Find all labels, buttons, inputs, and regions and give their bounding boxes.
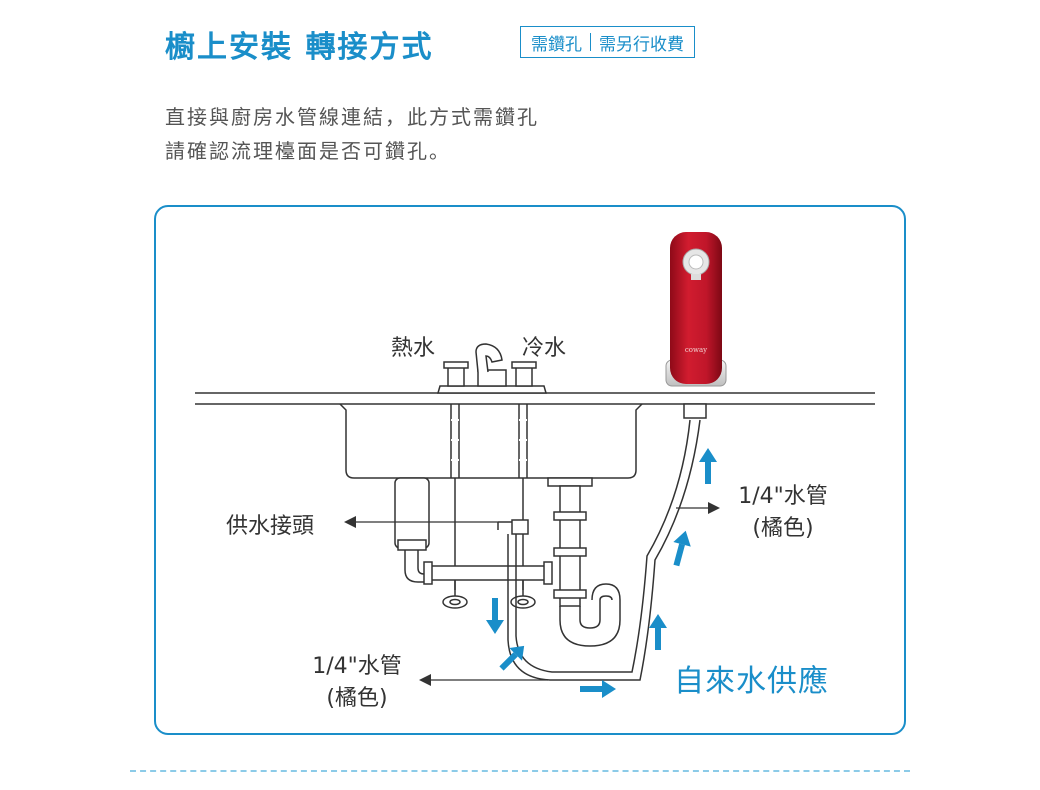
counter-fitting (683, 403, 707, 419)
feed-water-adapter (497, 519, 529, 535)
badge-divider (590, 33, 591, 51)
badge-drilling: 需鑽孔 (531, 34, 582, 55)
drain-trap (547, 477, 621, 647)
intro-text: 直接與廚房水管線連結，此方式需鑽孔 請確認流理檯面是否可鑽孔。 (165, 100, 539, 168)
purifier-tube (507, 419, 701, 681)
install-requirement-badge: 需鑽孔 需另行收費 (520, 26, 695, 58)
tube-left-label: 1/4"水管 (橘色) (302, 648, 412, 712)
page-title: 櫥上安裝 轉接方式 (165, 30, 434, 65)
flow-arrow-diag (499, 645, 525, 671)
callout-arrow-tube-right (708, 502, 720, 514)
tube-right-color: (橘色) (752, 516, 814, 541)
shutoff-valves (442, 580, 536, 609)
tube-left-color: (橘色) (326, 686, 388, 711)
filter-canister (394, 477, 430, 583)
flow-arrow-down-1 (486, 598, 504, 634)
callout-lines (355, 507, 708, 681)
flow-arrow-right (580, 680, 616, 698)
feed-adapter-label: 供水接頭 (226, 514, 315, 539)
flow-arrow-up-3 (699, 448, 717, 484)
tube-right-label: 1/4"水管 (橘色) (728, 478, 838, 542)
callout-arrow-feed (344, 516, 356, 528)
connector-pipe (423, 561, 553, 585)
section-divider (130, 770, 910, 772)
callout-arrow-tube-left (419, 674, 431, 686)
intro-line-1: 直接與廚房水管線連結，此方式需鑽孔 (165, 105, 539, 129)
tube-right-size: 1/4"水管 (738, 484, 828, 509)
water-purifier: coway (665, 232, 727, 387)
hot-water-label: 熱水 (391, 336, 436, 361)
intro-line-2: 請確認流理檯面是否可鑽孔。 (165, 139, 451, 163)
countertop (195, 392, 875, 405)
cold-water-label: 冷水 (522, 336, 567, 361)
flow-arrows (486, 448, 717, 698)
flow-arrow-up-2 (673, 530, 691, 567)
water-supply-label: 自來水供應 (674, 664, 829, 699)
sink-basin (339, 403, 643, 479)
tube-left-size: 1/4"水管 (312, 654, 402, 679)
brand-logo: coway (685, 346, 707, 354)
diagram-frame (154, 205, 906, 735)
flow-arrow-up-1 (649, 614, 667, 650)
faucet (437, 343, 547, 394)
badge-extra-fee: 需另行收費 (599, 34, 684, 55)
